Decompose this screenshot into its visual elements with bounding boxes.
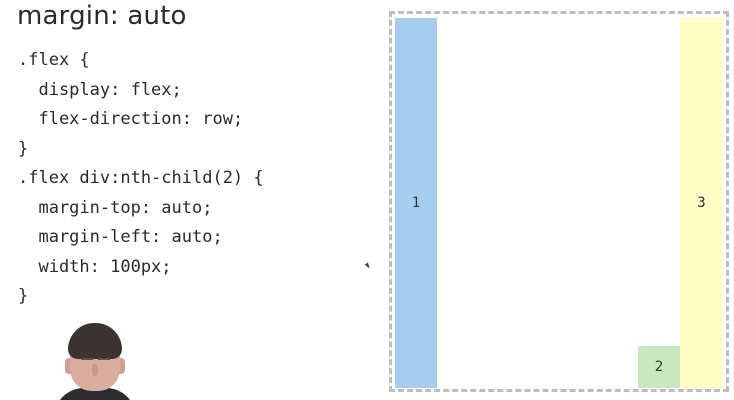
code-line: width: 100px;: [18, 256, 172, 277]
flex-item-label: 2: [654, 359, 664, 375]
flex-demo-container: 1 2 3: [389, 11, 729, 392]
flex-item-label: 1: [411, 195, 421, 211]
flex-item-label: 3: [697, 195, 706, 211]
presenter-hair: [68, 323, 122, 359]
code-block: .flex { display: flex; flex-direction: r…: [18, 46, 264, 312]
mouse-cursor-icon: [364, 262, 372, 270]
code-line: }: [18, 138, 29, 159]
flex-item-3: 3: [680, 18, 723, 388]
presenter-nose: [92, 364, 98, 376]
code-line: .flex {: [18, 50, 90, 70]
code-line: margin-left: auto;: [18, 227, 223, 247]
presenter-brow: [81, 358, 93, 360]
presenter-webcam: [50, 318, 140, 400]
flex-item-1: 1: [395, 18, 437, 388]
code-line: }: [18, 286, 29, 306]
presenter-shirt: [54, 388, 136, 400]
code-line: .flex div:nth-child(2) {: [18, 168, 264, 188]
presenter-ear: [117, 358, 125, 374]
presenter-ear: [65, 358, 73, 374]
code-line: margin-top: auto;: [18, 197, 213, 218]
presenter-brow: [98, 358, 110, 360]
flex-item-2: 2: [638, 346, 680, 388]
slide-title: margin: auto: [17, 1, 187, 31]
code-line: display: flex;: [18, 79, 182, 100]
code-line: flex-direction: row;: [18, 109, 244, 129]
